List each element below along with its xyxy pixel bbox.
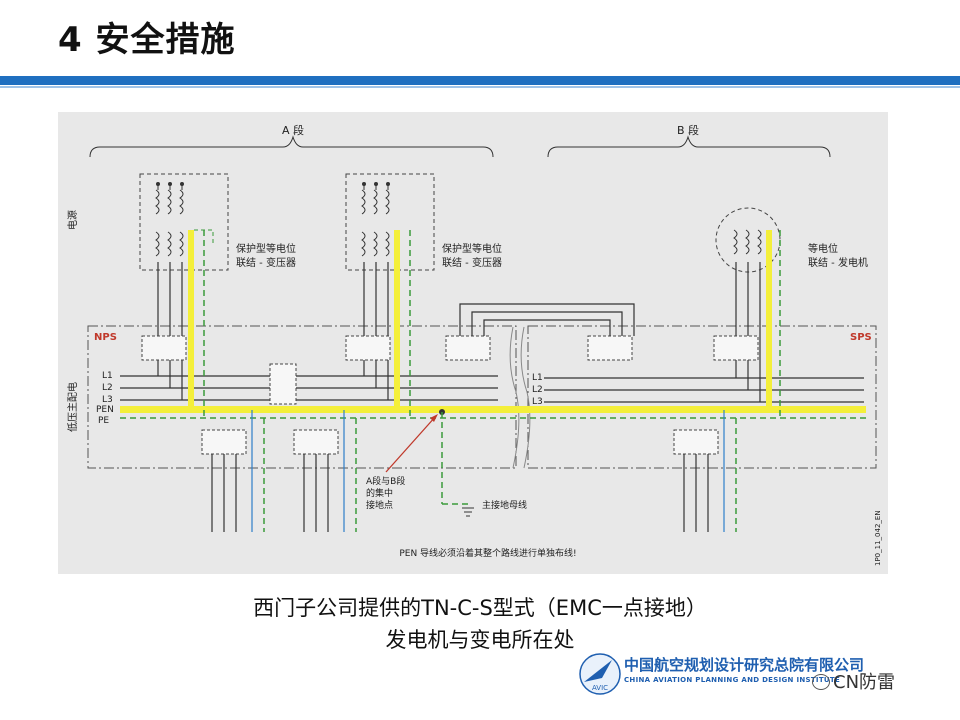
tie-line-1	[459, 303, 635, 336]
t1-pen-riser	[188, 230, 194, 408]
gen-pen-riser	[766, 230, 772, 408]
avic-logo-icon: AVIC	[579, 653, 621, 695]
nps-label: NPS	[94, 332, 117, 343]
t1-feeders	[157, 262, 183, 400]
pen-busbar	[120, 406, 866, 413]
section-a-label: A 段	[282, 123, 304, 137]
transformer-2-box	[345, 173, 435, 271]
central-label-2: 的集中	[366, 487, 393, 499]
bus-l1-label: L1	[102, 371, 113, 381]
bus-l1-label-b: L1	[532, 373, 543, 383]
gen-feeders	[735, 262, 761, 402]
transformer-1-box	[139, 173, 229, 271]
label-g-line2: 联结 - 发电机	[808, 256, 868, 269]
brace-a	[89, 135, 494, 158]
bus-pen-label: PEN	[96, 405, 114, 415]
title-underline-light	[0, 86, 960, 88]
outgoing-feeders	[211, 454, 709, 532]
brace-b	[547, 135, 831, 158]
label-g-line1: 等电位	[808, 242, 838, 255]
ground-symbol	[462, 507, 474, 517]
breakers-bottom	[201, 429, 719, 455]
bus-l2-label-b: L2	[532, 385, 543, 395]
main-ground-label: 主接地母线	[482, 499, 527, 511]
pe-drops	[263, 418, 737, 532]
pen-note: PEN 导线必须沿着其整个路线进行单独布线!	[399, 547, 576, 559]
page-title: 4 安全措施	[58, 20, 236, 60]
label-t2-line1: 保护型等电位	[442, 242, 502, 255]
company-logo: AVIC 中国航空规划设计研究总院有限公司 CHINA AVIATION PLA…	[576, 648, 960, 720]
phase-busbars	[120, 375, 864, 403]
wechat-icon	[812, 674, 830, 690]
pointer-arrow	[385, 415, 437, 473]
nps-region	[87, 325, 517, 469]
drawing-code: 1P0_11_042_EN	[874, 510, 882, 566]
bus-l3-label: L3	[102, 395, 113, 405]
row-power-label: 电源	[66, 210, 79, 230]
neutral-lines	[251, 410, 725, 532]
central-label-1: A段与B段	[366, 475, 405, 487]
central-label-3: 接地点	[366, 499, 393, 511]
watermark: CN防雷	[812, 668, 895, 694]
label-t1-line2: 联结 - 变压器	[236, 256, 296, 269]
t2-feeders	[363, 262, 389, 400]
breakers-top	[141, 335, 759, 405]
sps-label: SPS	[850, 332, 872, 343]
bus-l3-label-b: L3	[532, 397, 543, 407]
tn-c-s-diagram: A 段 B 段 电源 低压主配电 NPS SPS 保护型等电位 联结 - 变压器…	[58, 112, 888, 574]
section-b-label: B 段	[677, 123, 699, 137]
diagram-svg: A 段 B 段 电源 低压主配电 NPS SPS 保护型等电位 联结 - 变压器…	[66, 123, 882, 566]
transformer-1-icon	[155, 184, 184, 257]
caption-line-1: 西门子公司提供的TN-C-S型式（EMC一点接地）	[253, 596, 707, 620]
watermark-text: CN防雷	[833, 672, 896, 693]
company-name-en: CHINA AVIATION PLANNING AND DESIGN INSTI…	[624, 676, 841, 684]
bus-l2-label: L2	[102, 383, 113, 393]
label-t2-line2: 联结 - 变压器	[442, 256, 502, 269]
caption-line-2: 发电机与变电所在处	[385, 628, 575, 652]
section-break	[509, 326, 520, 469]
title-underline	[0, 76, 960, 85]
row-lv-label: 低压主配电	[66, 382, 79, 432]
t2-pen-riser	[394, 230, 400, 408]
label-t1-line1: 保护型等电位	[236, 242, 296, 255]
avic-mark-text: AVIC	[592, 684, 608, 692]
company-name-cn: 中国航空规划设计研究总院有限公司	[624, 656, 865, 674]
transformer-2-icon	[361, 184, 390, 257]
generator-icon	[733, 229, 762, 255]
bus-pe-label: PE	[98, 416, 109, 426]
